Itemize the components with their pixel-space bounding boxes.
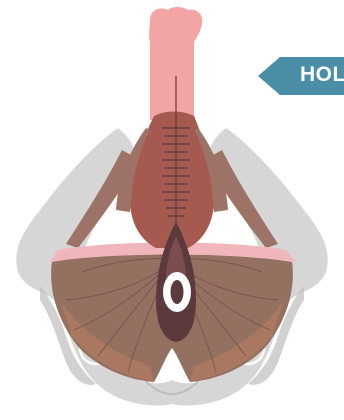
central-muscle: [130, 112, 214, 249]
callout-label: HOL: [300, 63, 344, 87]
opening-ring-inner: [171, 280, 184, 304]
callout-tag: HOL: [258, 57, 344, 95]
